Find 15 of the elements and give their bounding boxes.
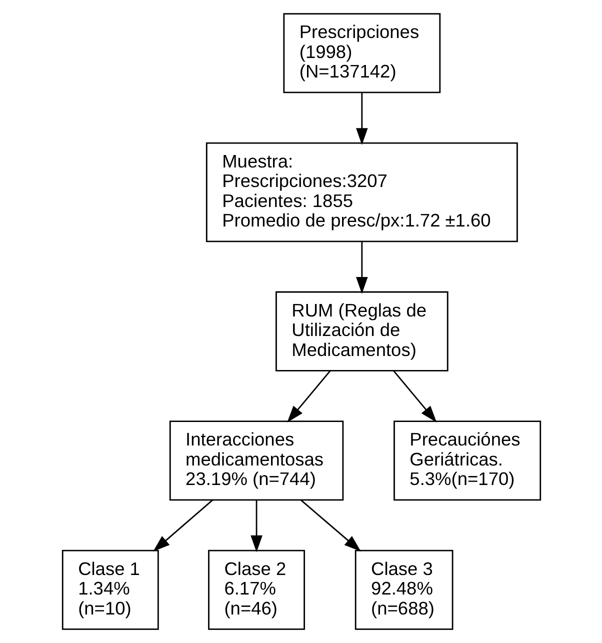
node-box: Precauciónes Geriátricas. 5.3%(n=170) bbox=[393, 420, 541, 501]
arrow bbox=[356, 92, 368, 145]
arrow bbox=[286, 370, 330, 422]
node-box: Prescripciones (1998) (N=137142) bbox=[282, 13, 440, 94]
node-box: Interacciones medicamentosas 23.19% (n=744) bbox=[168, 420, 344, 501]
arrow bbox=[152, 499, 213, 552]
node-box: Clase 2 6.17% (n=46) bbox=[208, 550, 305, 630]
node-box: Clase 1 1.34% (n=10) bbox=[61, 550, 158, 630]
node-box: Muestra: Prescripciones:3207 Pacientes: 1855 Promedio de presc/px:1.72 ±1.60 bbox=[205, 142, 518, 242]
node-box: Clase 3 92.48% (n=688) bbox=[354, 550, 453, 630]
arrow bbox=[356, 242, 368, 294]
node-box: RUM (Reglas de Utilización de Medicamentos) bbox=[275, 291, 448, 372]
arrow bbox=[392, 370, 436, 422]
arrow bbox=[300, 499, 360, 552]
arrow bbox=[250, 500, 262, 552]
